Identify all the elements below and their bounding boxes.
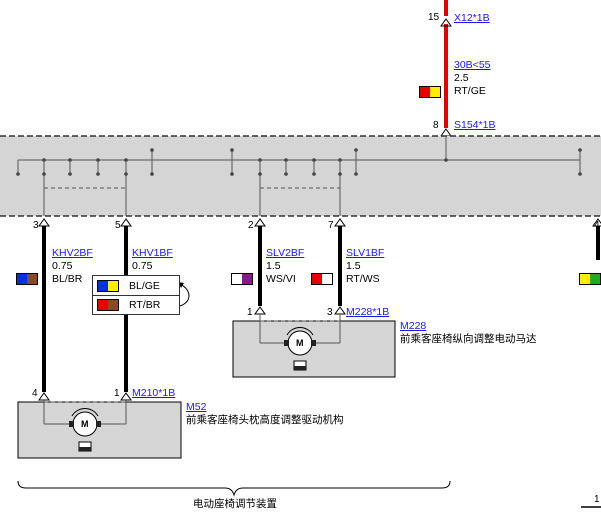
wire-slv2bf-size: 1.5 [266, 260, 281, 272]
pin-2: 2 [248, 220, 254, 231]
alt-curve-arrow [179, 283, 190, 307]
component-m52-link[interactable]: M52 [186, 401, 207, 413]
wire-khv2bf-color: BL/BR [52, 273, 83, 285]
color-swatch-khv2bf [16, 273, 38, 285]
corner-label: 1 [594, 494, 600, 505]
pin-8: 8 [433, 120, 439, 131]
wire-slv2bf-color: WS/VI [266, 273, 296, 285]
wire-color: RT/GE [454, 85, 486, 97]
pin-15: 15 [428, 12, 440, 23]
connector-x12-link[interactable]: X12*1B [454, 12, 490, 24]
m228-internal [259, 314, 341, 344]
connector-m228-link[interactable]: M228*1B [346, 306, 390, 318]
wire-size: 2.5 [454, 72, 469, 84]
color-swatch-alt-2 [97, 299, 119, 311]
component-m228-link[interactable]: M228 [400, 320, 427, 332]
wire-slv1bf-link[interactable]: SLV1BF [346, 247, 385, 259]
color-swatch-slv1bf [311, 273, 333, 285]
m52-motor-icon [69, 407, 101, 452]
wire-khv2bf-link[interactable]: KHV2BF [52, 247, 93, 259]
pin-3: 3 [33, 220, 39, 231]
bus-junctions [444, 158, 448, 162]
m52-motor-symbol: M [81, 419, 89, 429]
alt-color-2: RT/BR [129, 299, 161, 311]
wire-code-link[interactable]: 30B<55 [454, 59, 491, 71]
group-brace [17, 480, 451, 497]
connector-m210-link[interactable]: M210*1B [132, 387, 176, 399]
pin-5: 5 [115, 220, 121, 231]
bus-dots [16, 148, 582, 176]
pin-7: 7 [328, 220, 334, 231]
component-m228-description: 前乘客座椅纵向调整电动马达 [400, 333, 537, 345]
m52-pin-4: 4 [32, 388, 38, 399]
bus-branches [17, 150, 581, 216]
wire-slv1bf-size: 1.5 [346, 260, 361, 272]
connector-arrow-s154 [440, 128, 452, 137]
component-m52-description: 前乘客座椅头枕高度调整驱动机构 [186, 414, 344, 426]
color-swatch-alt-1 [97, 280, 119, 292]
color-swatch-top [419, 86, 441, 98]
m52-pin-1: 1 [114, 388, 120, 399]
swatch-red [420, 87, 430, 97]
group-label: 电动座椅调节装置 [193, 498, 277, 510]
m228-motor-icon [284, 326, 316, 371]
wire-slv1bf-color: RT/WS [346, 273, 380, 285]
m228-pin-1: 1 [247, 307, 253, 318]
wire-khv1bf-link[interactable]: KHV1BF [132, 247, 173, 259]
m52-internal [43, 400, 127, 425]
alt-row-2: RT/BR [93, 295, 179, 314]
connector-arrow-x12 [440, 18, 452, 27]
alternative-colors-box: BL/GE RT/BR [92, 275, 180, 315]
m228-motor-symbol: M [296, 338, 304, 348]
m52-body [17, 401, 182, 459]
module-body [0, 136, 601, 216]
wire-khv2bf-size: 0.75 [52, 260, 73, 272]
m228-pin-3: 3 [327, 307, 333, 318]
module-pin-arrows [38, 218, 601, 227]
wire-khv1bf-size: 0.75 [132, 260, 153, 272]
alt-row-1: BL/GE [93, 276, 179, 296]
m228-body [232, 320, 396, 378]
color-swatch-slv2bf [231, 273, 253, 285]
color-swatch-right [579, 273, 601, 285]
pin-4: 4 [594, 220, 600, 231]
wire-slv2bf-link[interactable]: SLV2BF [266, 247, 305, 259]
swatch-yellow [430, 87, 440, 97]
splice-s154-link[interactable]: S154*1B [454, 119, 496, 131]
alt-color-1: BL/GE [129, 280, 160, 292]
